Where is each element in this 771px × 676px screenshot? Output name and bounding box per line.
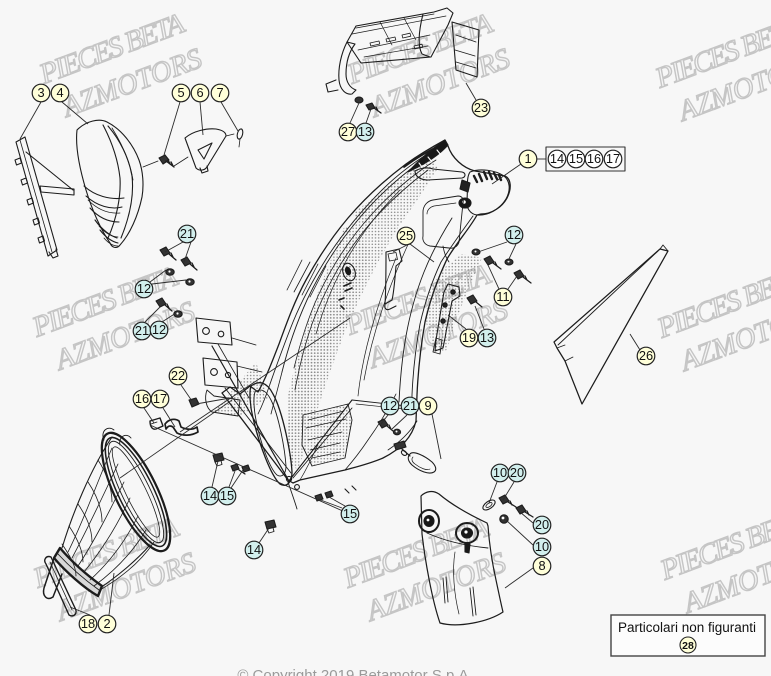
svg-text:5: 5: [177, 85, 184, 100]
svg-text:20: 20: [535, 517, 549, 532]
svg-text:1: 1: [524, 151, 531, 166]
svg-text:Particolari non figuranti: Particolari non figuranti: [618, 620, 756, 635]
svg-text:26: 26: [639, 348, 653, 363]
svg-text:15: 15: [220, 488, 234, 503]
svg-text:12: 12: [383, 398, 397, 413]
svg-text:3: 3: [37, 85, 44, 100]
svg-text:14: 14: [247, 542, 261, 557]
svg-text:13: 13: [358, 124, 372, 139]
svg-text:© Copyright 2019 Betamotor S.p: © Copyright 2019 Betamotor S.p.A.: [237, 667, 472, 676]
svg-text:14: 14: [203, 488, 217, 503]
svg-text:15: 15: [343, 506, 357, 521]
svg-text:21: 21: [403, 398, 417, 413]
svg-text:28: 28: [682, 640, 694, 652]
svg-text:10: 10: [535, 539, 549, 554]
svg-text:12: 12: [137, 281, 151, 296]
svg-text:14: 14: [550, 151, 564, 166]
svg-text:21: 21: [135, 323, 149, 338]
svg-text:4: 4: [56, 85, 63, 100]
svg-text:12: 12: [507, 227, 521, 242]
svg-text:10: 10: [493, 465, 507, 480]
svg-text:6: 6: [196, 85, 203, 100]
svg-text:15: 15: [569, 151, 583, 166]
svg-text:16: 16: [135, 391, 149, 406]
svg-text:7: 7: [216, 85, 223, 100]
svg-text:17: 17: [153, 391, 167, 406]
svg-text:13: 13: [480, 330, 494, 345]
svg-text:8: 8: [538, 558, 545, 573]
svg-text:21: 21: [180, 226, 194, 241]
svg-text:2: 2: [103, 616, 110, 631]
svg-text:23: 23: [474, 100, 488, 115]
svg-text:20: 20: [510, 465, 524, 480]
svg-text:25: 25: [399, 228, 413, 243]
svg-text:27: 27: [341, 124, 355, 139]
svg-text:18: 18: [81, 616, 95, 631]
svg-text:22: 22: [171, 368, 185, 383]
svg-text:17: 17: [606, 151, 620, 166]
svg-text:9: 9: [424, 398, 431, 413]
svg-text:11: 11: [496, 289, 509, 304]
svg-text:16: 16: [587, 151, 601, 166]
svg-text:19: 19: [462, 330, 476, 345]
svg-text:12: 12: [152, 322, 166, 337]
